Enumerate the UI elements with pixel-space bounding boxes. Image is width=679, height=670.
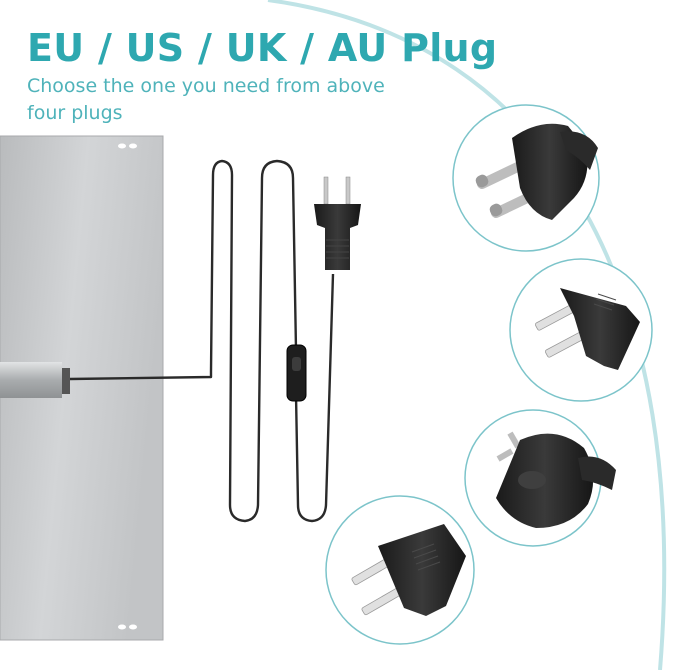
plug-option-us-alt	[325, 495, 475, 645]
plug-option-eu	[452, 104, 600, 252]
eu-plug-icon	[475, 123, 598, 220]
au-plug-icon	[496, 431, 616, 528]
panel-rail	[0, 362, 70, 398]
heating-panel	[0, 135, 164, 641]
inline-rocker-switch	[286, 344, 307, 402]
page-subtitle: Choose the one you need from above four …	[27, 75, 385, 124]
plug-option-au	[464, 409, 616, 547]
us-plug	[314, 176, 361, 270]
power-cord	[69, 159, 335, 523]
page-title: EU / US / UK / AU Plug	[27, 26, 498, 70]
us-plug-icon	[535, 288, 640, 370]
plug-option-us	[509, 258, 653, 402]
panel-mount-holes	[118, 143, 137, 630]
us-plug-alt-icon	[351, 524, 466, 616]
